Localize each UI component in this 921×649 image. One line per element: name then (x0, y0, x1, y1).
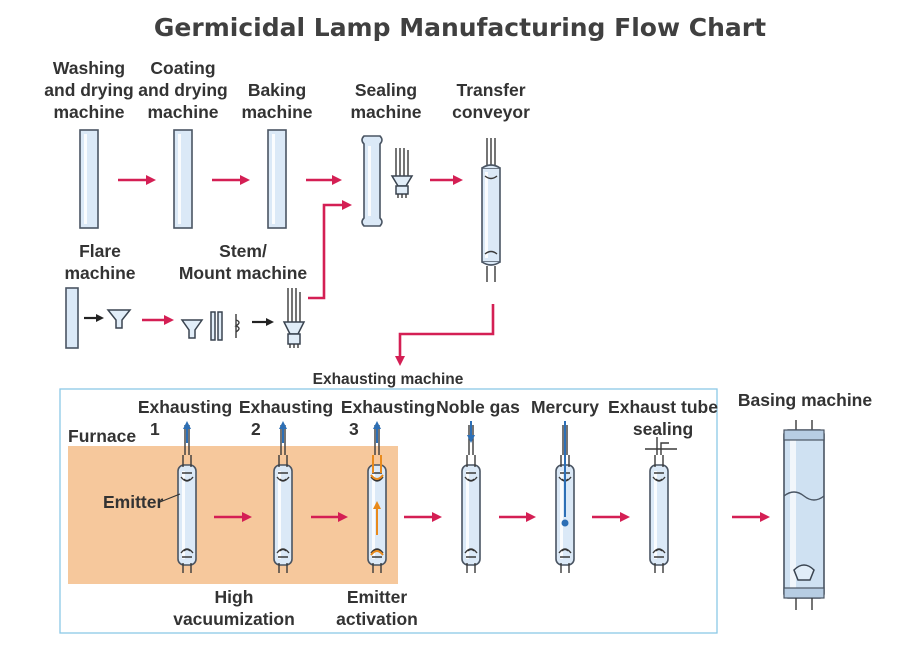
svg-text:machine: machine (65, 263, 136, 283)
arrow-9 (499, 512, 536, 522)
svg-text:machine: machine (351, 102, 422, 122)
emitter-label: Emitter (103, 492, 163, 512)
label-baking: Baking machine (242, 80, 313, 122)
svg-text:Exhausting: Exhausting (138, 397, 232, 417)
flare-shape-2 (180, 319, 204, 339)
arrow-mount-to-sealing (308, 200, 352, 300)
arrow-4 (430, 175, 463, 185)
basing-lamp (783, 420, 825, 610)
sealing-lamp (361, 135, 414, 227)
exhausting-machine-title: Exhausting machine (313, 371, 464, 388)
arrow-3 (306, 175, 342, 185)
flare-glass-tube (65, 287, 79, 349)
step-label-1: Exhausting 1 (138, 397, 232, 439)
svg-text:machine: machine (54, 102, 125, 122)
svg-text:Flare: Flare (79, 241, 121, 261)
svg-text:activation: activation (336, 609, 418, 629)
svg-text:Mercury: Mercury (531, 397, 599, 417)
furnace-area (68, 446, 398, 584)
step-label-5: Mercury (531, 397, 599, 417)
label-stem: Stem/ Mount machine (179, 241, 308, 283)
svg-text:and drying: and drying (44, 80, 133, 100)
arrow-7 (311, 512, 348, 522)
svg-text:Sealing: Sealing (355, 80, 417, 100)
lamp-mercury (555, 421, 575, 574)
svg-text:and drying: and drying (138, 80, 227, 100)
svg-text:vacuumization: vacuumization (173, 609, 295, 629)
mount-assembly (282, 288, 306, 348)
step-label-3: Exhausting 3 (341, 397, 435, 439)
chart-title: Germicidal Lamp Manufacturing Flow Chart (154, 13, 766, 42)
label-high-vacuumization: High vacuumization (173, 587, 295, 629)
svg-text:Coating: Coating (150, 58, 215, 78)
label-flare: Flare machine (65, 241, 136, 283)
svg-text:3: 3 (349, 419, 359, 439)
lamp-noble-gas (461, 421, 481, 574)
lamp-exhaust-2 (273, 421, 293, 574)
label-washing: Washing and drying machine (44, 58, 133, 122)
step-label-4: Noble gas (436, 397, 520, 417)
black-arrow-2 (252, 318, 274, 326)
black-arrow-1 (84, 314, 104, 322)
svg-text:Exhausting: Exhausting (341, 397, 435, 417)
stem-rods (210, 311, 240, 341)
label-emitter-activation: Emitter activation (336, 587, 418, 629)
arrow-transfer-to-exhausting (395, 304, 495, 366)
arrow-8 (404, 512, 442, 522)
arrow-1 (118, 175, 156, 185)
step-label-2: Exhausting 2 (239, 397, 333, 439)
svg-text:Baking: Baking (248, 80, 306, 100)
svg-text:Exhaust tube: Exhaust tube (608, 397, 718, 417)
transfer-lamp (481, 138, 501, 282)
svg-text:Noble gas: Noble gas (436, 397, 520, 417)
arrow-2 (212, 175, 250, 185)
svg-text:machine: machine (148, 102, 219, 122)
svg-text:Stem/: Stem/ (219, 241, 267, 261)
svg-text:1: 1 (150, 419, 160, 439)
label-coating: Coating and drying machine (138, 58, 227, 122)
exhausting-machine-box (59, 388, 718, 634)
tube-coating (173, 129, 193, 229)
svg-text:machine: machine (242, 102, 313, 122)
lamp-exhaust-1 (177, 421, 197, 574)
svg-text:sealing: sealing (633, 419, 693, 439)
label-basing-machine: Basing machine (738, 390, 872, 410)
emitter-pointer (159, 493, 181, 503)
svg-text:Washing: Washing (53, 58, 125, 78)
label-sealing: Sealing machine (351, 80, 422, 122)
svg-text:Mount machine: Mount machine (179, 263, 308, 283)
svg-text:High: High (215, 587, 254, 607)
svg-text:Emitter: Emitter (347, 587, 407, 607)
step-label-6: Exhaust tube sealing (608, 397, 718, 439)
arrow-6 (214, 512, 252, 522)
arrow-5 (142, 315, 174, 325)
svg-text:conveyor: conveyor (452, 102, 530, 122)
lamp-tube-sealing (645, 437, 677, 574)
tube-washing (79, 129, 99, 229)
lamp-exhaust-3 (367, 421, 387, 574)
svg-text:Exhausting: Exhausting (239, 397, 333, 417)
tube-baking (267, 129, 287, 229)
furnace-label: Furnace (68, 426, 136, 446)
svg-text:2: 2 (251, 419, 261, 439)
arrow-10 (592, 512, 630, 522)
label-transfer: Transfer conveyor (452, 80, 530, 122)
svg-text:Transfer: Transfer (456, 80, 525, 100)
flare-shape-1 (106, 309, 132, 329)
arrow-11 (732, 512, 770, 522)
